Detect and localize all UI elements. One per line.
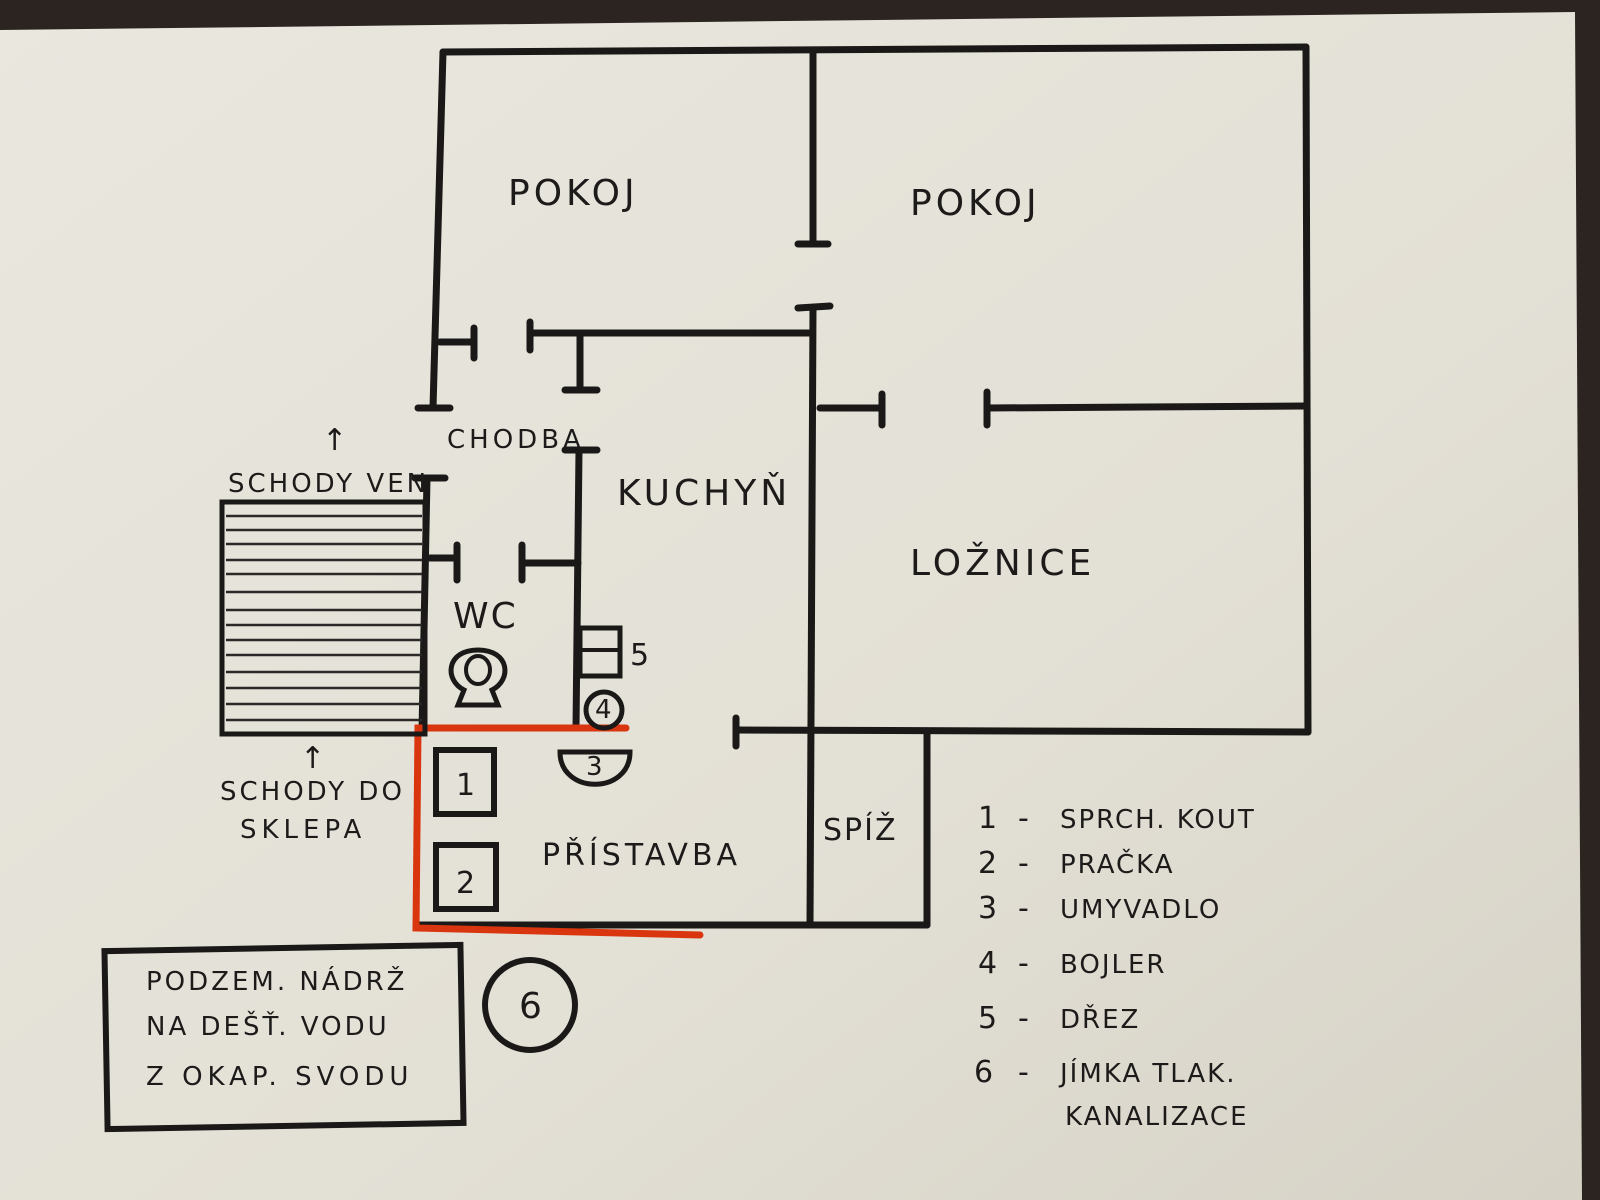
fixture-number-5: 5 (630, 638, 653, 673)
fixture-number-1: 1 (456, 768, 479, 803)
legend-dash-3: - (1018, 891, 1033, 926)
legend-num-1: 1 (978, 801, 1001, 836)
legend-num-6: 6 (974, 1055, 997, 1090)
legend-text-2: PRAČKA (1060, 848, 1175, 880)
fixture-number-4: 4 (595, 695, 616, 725)
room-label-wc: WC (453, 596, 518, 637)
fixture-number-3: 3 (586, 752, 607, 782)
paper (0, 12, 1582, 1200)
legend-dash-4: - (1018, 946, 1033, 981)
room-label-pokoj-left: POKOJ (508, 173, 639, 214)
washbasin-icon (557, 749, 633, 787)
room-label-kuchyn: KUCHYŇ (617, 472, 791, 514)
room-label-pokoj-right: POKOJ (910, 183, 1041, 224)
room-label-spiz: SPÍŽ (823, 812, 898, 848)
legend-text-4: BOJLER (1060, 950, 1167, 980)
tank-label-line3: Z OKAP. SVODU (146, 1062, 413, 1092)
room-label-loznice: LOŽNICE (910, 542, 1095, 584)
legend-dash-2: - (1018, 846, 1033, 881)
tank-label-line2: NA DEŠŤ. VODU (146, 1010, 390, 1042)
fixture-number-6: 6 (519, 986, 546, 1027)
legend-dash-1: - (1018, 801, 1033, 836)
stairs-out-label: SCHODY VEN (228, 469, 429, 499)
staircase (219, 499, 428, 737)
legend-num-5: 5 (978, 1001, 1001, 1036)
legend-num-3: 3 (978, 891, 1001, 926)
house-walls (411, 43, 1312, 929)
legend-text-3: UMYVADLO (1060, 895, 1221, 925)
room-label-pristavba: PŘÍSTAVBA (542, 837, 741, 873)
toilet-icon (448, 647, 508, 708)
boiler-icon (583, 689, 625, 731)
legend-text-1: SPRCH. KOUT (1060, 805, 1256, 835)
extension-red-outline (412, 724, 704, 939)
legend-dash-5: - (1018, 1001, 1033, 1036)
legend-dash-6: - (1018, 1055, 1033, 1090)
legend-text-6: JÍMKA TLAK. (1058, 1057, 1236, 1089)
room-label-chodba: CHODBA (447, 425, 585, 455)
shower-icon (433, 747, 497, 817)
legend-num-2: 2 (978, 846, 1001, 881)
tank-label-line1: PODZEM. NÁDRŽ (146, 965, 408, 997)
legend-num-4: 4 (978, 946, 1001, 981)
stairs-up-arrow: ↑ (322, 423, 351, 458)
rain-tank-box (101, 941, 467, 1133)
kitchen-sink-icon (577, 625, 623, 679)
legend-text-6-continued: KANALIZACE (1065, 1102, 1249, 1132)
legend-text-5: DŘEZ (1060, 1003, 1140, 1035)
legend: 1 - SPRCH. KOUT 2 - PRAČKA 3 - UMYVADLO … (974, 801, 1256, 1132)
stairs-cellar-label-2: SKLEPA (240, 815, 366, 845)
stairs-cellar-label-1: SCHODY DO (220, 777, 405, 807)
washing-machine-icon (433, 842, 499, 912)
fixture-number-2: 2 (456, 866, 479, 901)
stairs-down-arrow: ↑ (300, 741, 329, 776)
septic-tank-icon (482, 957, 578, 1053)
